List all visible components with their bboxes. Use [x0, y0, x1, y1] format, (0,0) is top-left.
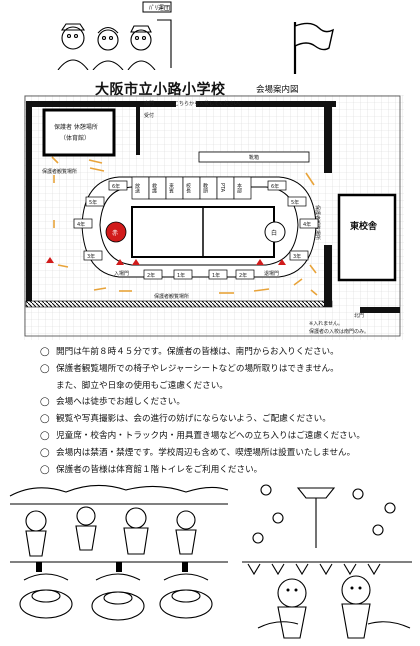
- grade-bottom-1-right: 1年: [212, 272, 220, 279]
- grade-right-4: 4年: [303, 221, 311, 228]
- note-item: ◯開門は午前８時４５分です。保護者の皆様は、南門からお入りください。: [40, 347, 339, 357]
- north-gate-note-1: ※入れません。: [309, 321, 343, 327]
- north-gate-label: 北門: [354, 312, 364, 319]
- notes-list: ◯開門は午前８時４５分です。保護者の皆様は、南門からお入りください。 ◯保護者観…: [40, 346, 415, 480]
- north-gate-note-2: 保護者の入校は南門のみ。: [309, 328, 369, 335]
- grade-left-5: 5年: [89, 199, 97, 206]
- note-item: ◯会場へは徒歩でお越しください。: [40, 397, 185, 408]
- grade-bottom-2-left: 2年: [147, 272, 155, 279]
- tent-vice-principal: 教頭: [202, 182, 208, 194]
- guardian-viewing-top: 保護者観覧場所: [42, 168, 77, 175]
- grade-bottom-1-left: 1年: [177, 272, 185, 279]
- grade-right-3: 3年: [293, 253, 301, 260]
- tent-first-aid: 救護: [151, 182, 157, 194]
- note-item: ◯児童席・校舎内・トラック内・用具置き場などへの立ち入りはご遠慮ください。: [40, 430, 365, 441]
- east-building-label: 東校舎: [350, 220, 378, 232]
- sports-day-illustration-right: [242, 484, 412, 639]
- venue-map: 保護者 休憩場所 （体育館） 南門 こちらから入校してください。 受付 靴箱 保…: [24, 95, 404, 340]
- shoe-rack-label: 靴箱: [249, 154, 259, 161]
- grade-left-4: 4年: [77, 221, 85, 228]
- tent-guests: 来賓: [168, 183, 174, 194]
- note-item: また、脚立や日傘の使用もご遠慮ください。: [56, 380, 228, 391]
- grade-right-5: 5年: [291, 199, 299, 206]
- note-item: ◯保護者の皆様は体育館１階トイレをご利用ください。: [40, 464, 263, 475]
- svg-text:ﾊﾟﾘ運団: ﾊﾟﾘ運団: [149, 5, 170, 12]
- guardian-rest-area-sub: （体育館）: [60, 134, 90, 142]
- tent-principal: 校長: [185, 182, 191, 194]
- entry-gate-label: 入場門: [114, 270, 129, 277]
- grade-left-6: 6年: [112, 183, 120, 190]
- south-gate-note: こちらから入校してください。: [174, 100, 244, 107]
- note-item: ◯会場内は禁酒・禁煙です。学校周辺も含めて、喫煙場所は設置いたしません。: [40, 447, 356, 458]
- reception-label: 受付: [144, 112, 154, 119]
- flag-icon: [293, 22, 335, 74]
- red-team-label: 赤: [112, 230, 118, 237]
- grade-bottom-2-right: 2年: [239, 272, 247, 279]
- red-cone-icon: [46, 257, 286, 265]
- page-title: 大阪市立小路小学校: [95, 82, 226, 98]
- sports-day-illustration-left: [6, 476, 230, 642]
- grade-right-6: 6年: [271, 183, 279, 190]
- white-team-label: 白: [271, 229, 277, 237]
- note-item: ◯保護者観覧場所での椅子やレジャーシートなどの場所取りはできません。: [40, 363, 339, 374]
- south-gate-label: 南門: [144, 100, 154, 107]
- guardian-rest-area-label: 保護者 休憩場所: [54, 123, 98, 131]
- exit-gate-label: 退場門: [264, 270, 279, 277]
- note-item: ◯観覧や写真撮影は、会の進行の妨げにならないよう、ご配慮ください。: [40, 414, 331, 425]
- tent-headquarters: 本部: [236, 182, 242, 194]
- tent-pta: PTA: [219, 183, 225, 193]
- map-subtitle: 会場案内図: [256, 85, 299, 95]
- top-left-illustration: ﾊﾟﾘ運団: [57, 1, 172, 70]
- tent-broadcast: 放送: [134, 182, 140, 194]
- grade-left-3: 3年: [87, 253, 95, 260]
- guardian-viewing-bottom: 保護者観覧場所: [154, 293, 189, 300]
